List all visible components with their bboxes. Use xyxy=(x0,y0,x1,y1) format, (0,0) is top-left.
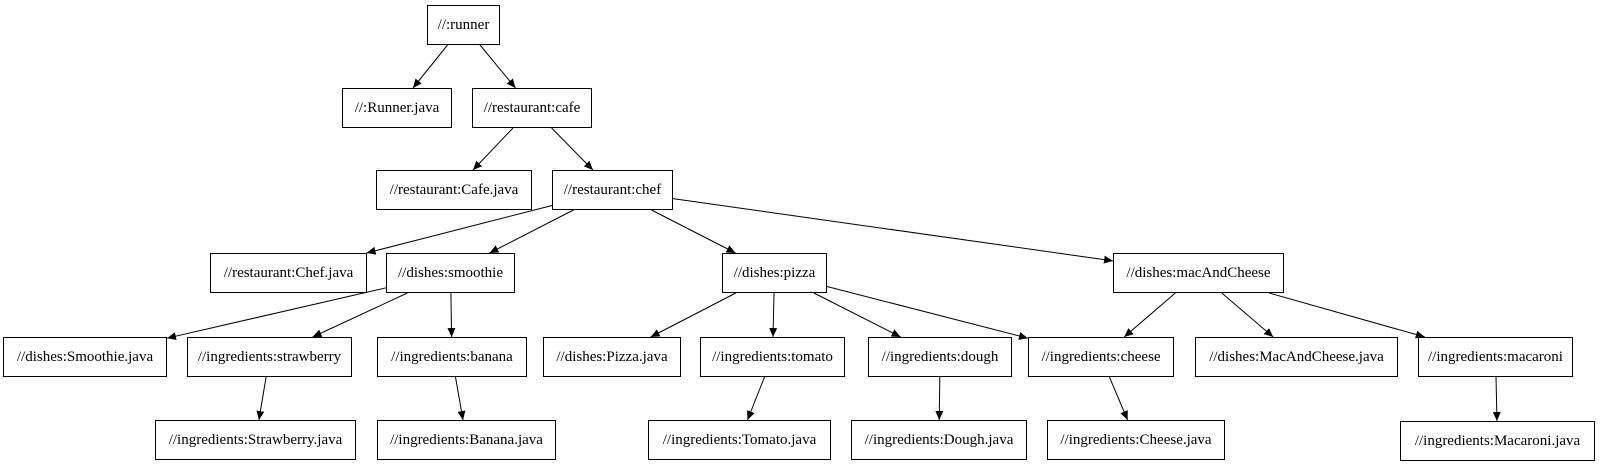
node-pizza-java: //dishes:Pizza.java xyxy=(543,337,681,377)
edge-macaroni-to-macaroni-java xyxy=(1492,376,1501,422)
edge-cheese-to-cheese-java xyxy=(1108,376,1129,421)
node-strawberry: //ingredients:strawberry xyxy=(187,337,352,377)
node-label: //ingredients:Macaroni.java xyxy=(1414,432,1581,449)
edge-group xyxy=(166,44,1501,422)
node-label: //:runner xyxy=(437,16,490,33)
node-tomato-java: //ingredients:Tomato.java xyxy=(648,420,831,460)
node-pizza: //dishes:pizza xyxy=(722,253,827,293)
node-label: //ingredients:tomato xyxy=(712,348,833,365)
edge-mac-and-cheese-to-cheese xyxy=(1123,292,1176,338)
node-label: //dishes:Pizza.java xyxy=(556,348,668,365)
edge-runner-to-runner-java xyxy=(412,44,448,89)
node-label: //ingredients:Banana.java xyxy=(390,431,543,448)
node-label: //ingredients:Strawberry.java xyxy=(168,431,343,448)
node-runner-java: //:Runner.java xyxy=(342,88,452,128)
node-chef: //restaurant:chef xyxy=(552,170,673,210)
node-strawberry-java: //ingredients:Strawberry.java xyxy=(155,420,356,460)
node-mac-and-cheese-java: //dishes:MacAndCheese.java xyxy=(1195,337,1398,377)
edge-runner-to-cafe xyxy=(479,44,516,89)
node-macaroni: //ingredients:macaroni xyxy=(1418,337,1573,377)
node-smoothie-java: //dishes:Smoothie.java xyxy=(3,337,167,377)
node-label: //ingredients:banana xyxy=(391,348,513,365)
edge-smoothie-to-strawberry xyxy=(312,292,408,338)
node-label: //restaurant:Cafe.java xyxy=(389,181,519,198)
node-label: //dishes:pizza xyxy=(733,264,816,281)
edge-mac-and-cheese-to-mac-and-cheese-java xyxy=(1221,292,1274,338)
node-label: //ingredients:dough xyxy=(881,348,999,365)
edge-mac-and-cheese-to-macaroni xyxy=(1269,292,1425,339)
edge-cafe-to-chef xyxy=(551,127,594,171)
node-dough: //ingredients:dough xyxy=(868,337,1012,377)
node-label: //restaurant:cafe xyxy=(483,99,581,116)
edge-chef-to-smoothie xyxy=(489,209,574,254)
node-cafe: //restaurant:cafe xyxy=(472,88,592,128)
node-label: //dishes:Smoothie.java xyxy=(16,348,154,365)
edge-pizza-to-pizza-java xyxy=(650,292,737,338)
node-banana-java: //ingredients:Banana.java xyxy=(377,420,556,460)
node-chef-java: //restaurant:Chef.java xyxy=(210,253,367,293)
edge-chef-to-chef-java xyxy=(366,205,553,255)
node-label: //ingredients:Cheese.java xyxy=(1060,431,1212,448)
edge-chef-to-mac-and-cheese xyxy=(672,198,1114,264)
node-label: //restaurant:chef xyxy=(563,181,662,198)
node-label: //:Runner.java xyxy=(354,99,440,116)
edge-cafe-to-cafe-java xyxy=(472,127,514,171)
edge-banana-to-banana-java xyxy=(455,376,466,421)
node-label: //dishes:smoothie xyxy=(398,264,503,281)
node-label: //ingredients:Dough.java xyxy=(864,431,1014,448)
node-banana: //ingredients:banana xyxy=(377,337,527,377)
edge-dough-to-dough-java xyxy=(935,376,944,421)
edge-smoothie-to-smoothie-java xyxy=(166,287,387,341)
edge-smoothie-to-banana xyxy=(447,292,456,338)
edge-strawberry-to-strawberry-java xyxy=(256,376,267,421)
node-macaroni-java: //ingredients:Macaroni.java xyxy=(1400,421,1595,461)
node-mac-and-cheese: //dishes:macAndCheese xyxy=(1113,253,1284,293)
node-label: //ingredients:cheese xyxy=(1041,348,1161,365)
node-smoothie: //dishes:smoothie xyxy=(386,253,515,293)
node-label: //dishes:macAndCheese xyxy=(1126,264,1271,281)
node-label: //ingredients:Tomato.java xyxy=(662,431,817,448)
node-cheese: //ingredients:cheese xyxy=(1028,337,1174,377)
edge-pizza-to-dough xyxy=(813,292,901,338)
edge-chef-to-pizza xyxy=(651,209,736,254)
edge-pizza-to-tomato xyxy=(769,292,778,338)
node-label: //restaurant:Chef.java xyxy=(223,264,354,281)
node-cheese-java: //ingredients:Cheese.java xyxy=(1047,420,1225,460)
node-runner: //:runner xyxy=(427,5,500,45)
node-label: //dishes:MacAndCheese.java xyxy=(1209,348,1384,365)
node-dough-java: //ingredients:Dough.java xyxy=(851,420,1027,460)
node-cafe-java: //restaurant:Cafe.java xyxy=(376,170,532,210)
edge-tomato-to-tomato-java xyxy=(747,376,765,421)
node-tomato: //ingredients:tomato xyxy=(700,337,845,377)
node-label: //ingredients:macaroni xyxy=(1428,348,1563,365)
node-label: //ingredients:strawberry xyxy=(197,348,342,365)
edge-pizza-to-cheese xyxy=(826,286,1029,340)
